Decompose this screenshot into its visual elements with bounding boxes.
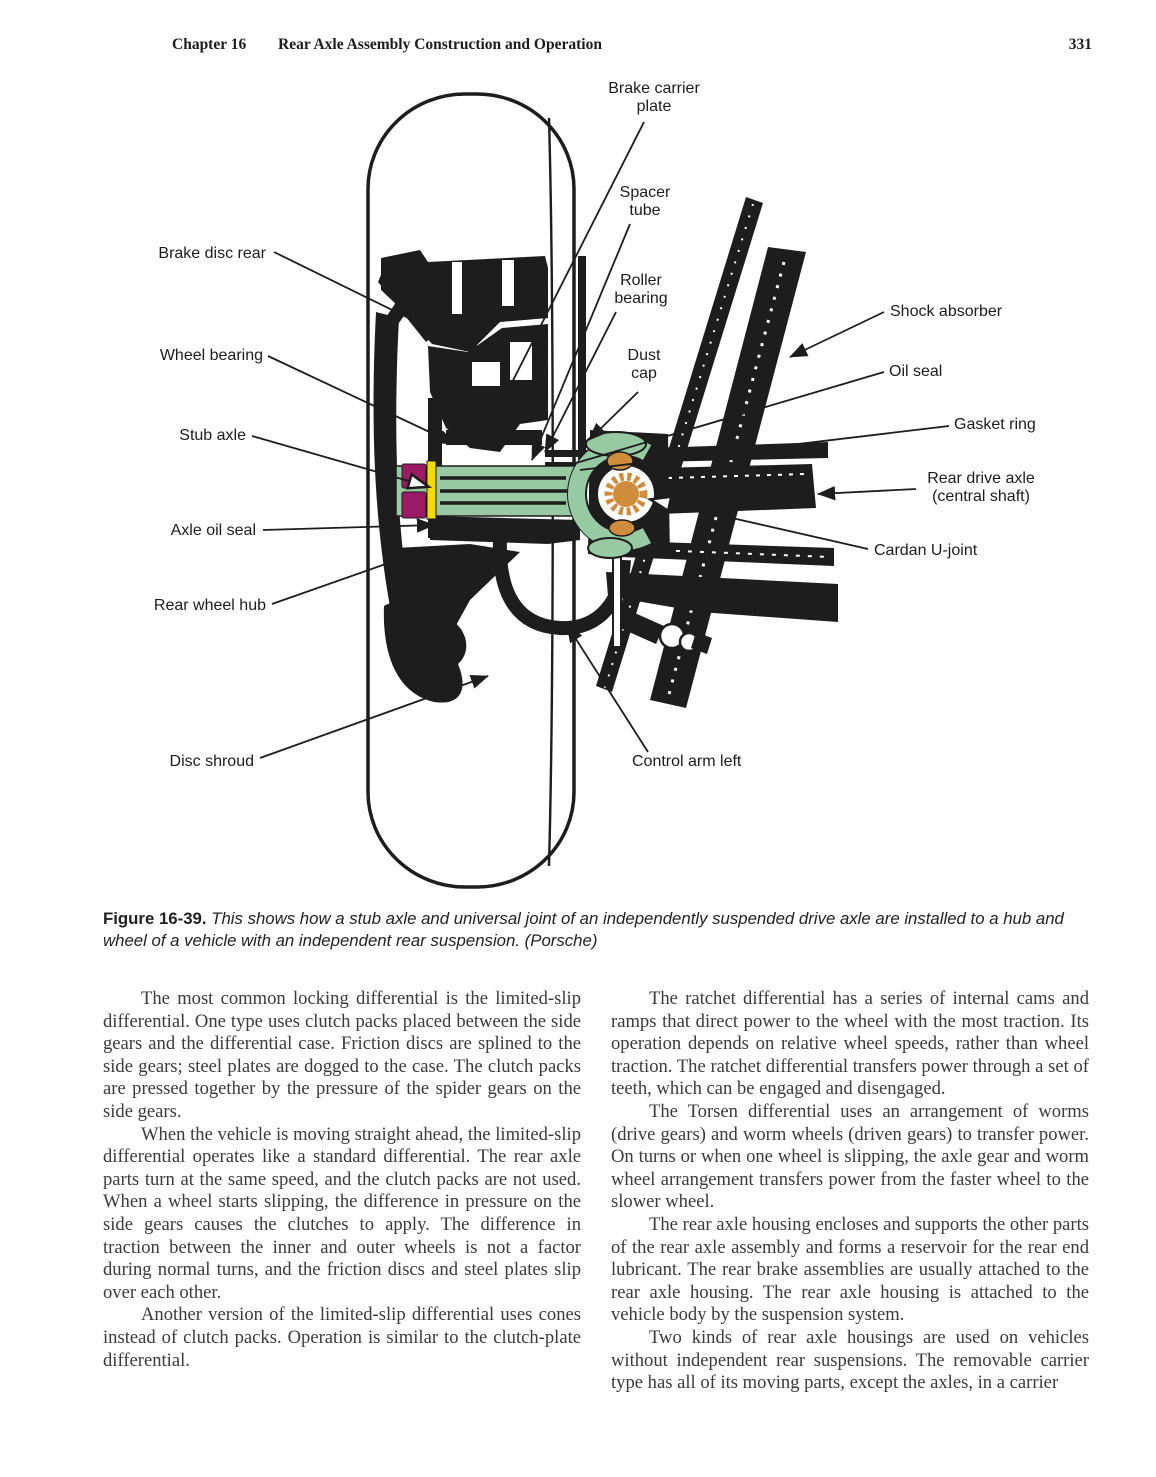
leader-dust-cap: [588, 391, 639, 441]
leader-rear-wheel-hub: [271, 552, 415, 605]
leader-axle-oil-seal: [262, 518, 435, 533]
leader-control-arm-left: [566, 624, 649, 753]
figure-caption-number: Figure 16-39.: [103, 909, 207, 928]
figure-caption-text: This shows how a stub axle and universal…: [103, 909, 1064, 951]
figure-caption: Figure 16-39. This shows how a stub axle…: [103, 908, 1093, 953]
leader-wheel-bearing: [267, 355, 456, 445]
leader-roller-bearing: [544, 311, 617, 453]
leader-disc-shroud: [259, 675, 489, 759]
paragraph: The most common locking differential is …: [103, 988, 581, 1122]
paragraph: The Torsen differential uses an arrangem…: [611, 1100, 1089, 1213]
label-spacer-tube: Spacer tube: [619, 184, 671, 220]
label-wheel-bearing: Wheel bearing: [159, 347, 263, 364]
label-roller-bearing: Roller bearing: [614, 272, 668, 308]
label-rear-drive-axle: Rear drive axle (central shaft): [927, 470, 1035, 506]
page-number: 331: [1068, 36, 1092, 53]
label-cardan-u-joint: Cardan U-joint: [874, 542, 978, 559]
leader-brake-disc-rear: [273, 251, 487, 357]
paragraph: The ratchet differential has a series of…: [611, 988, 1089, 1100]
paragraph: When the vehicle is moving straight ahea…: [103, 1123, 581, 1303]
leader-rear-drive-axle: [817, 485, 917, 501]
leader-oil-seal: [575, 371, 885, 464]
label-rear-wheel-hub: Rear wheel hub: [153, 597, 266, 614]
label-disc-shroud: Disc shroud: [169, 753, 254, 770]
label-brake-disc-rear: Brake disc rear: [158, 245, 266, 262]
label-control-arm-left: Control arm left: [632, 753, 742, 770]
leader-stub-axle: [251, 435, 426, 486]
leader-gasket-ring: [579, 425, 950, 471]
paragraph: Another version of the limited-slip diff…: [103, 1304, 581, 1371]
leader-cardan-u-joint: [653, 500, 869, 550]
label-shock-absorber: Shock absorber: [890, 303, 1003, 320]
stub-axle-part: [395, 460, 588, 520]
paragraph: The rear axle housing encloses and suppo…: [611, 1213, 1089, 1326]
body-column-right: The ratchet differential has a series of…: [611, 988, 1089, 1395]
paragraph: Two kinds of rear axle housings are used…: [611, 1326, 1089, 1394]
label-stub-axle: Stub axle: [179, 427, 246, 444]
label-axle-oil-seal: Axle oil seal: [170, 522, 256, 539]
label-brake-carrier-plate: Brake carrier plate: [608, 80, 700, 116]
label-dust-cap: Dust cap: [627, 347, 661, 383]
leader-brake-carrier-plate: [496, 121, 645, 413]
label-gasket-ring: Gasket ring: [954, 416, 1036, 433]
chapter-number: Chapter 16: [172, 36, 247, 53]
label-oil-seal: Oil seal: [889, 363, 943, 380]
leader-shock-absorber: [789, 311, 885, 358]
leader-spacer-tube: [531, 223, 631, 461]
chapter-title: Rear Axle Assembly Construction and Oper…: [278, 36, 602, 53]
figure-illustration: [251, 92, 950, 889]
body-column-left: The most common locking differential is …: [103, 988, 581, 1372]
leader-lines: [251, 121, 950, 759]
